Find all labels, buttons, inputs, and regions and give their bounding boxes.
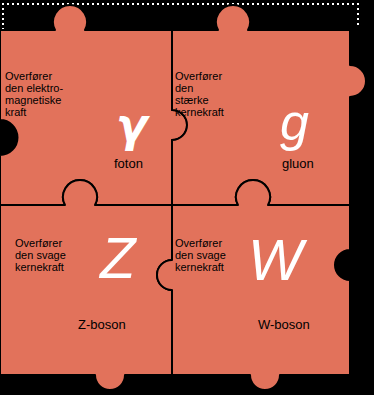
puzzle-piece-box: Overfører den svage kernekraft W W-boson [172, 205, 350, 375]
role-text: Overfører den elektro-magnetiske kraft [5, 70, 67, 118]
role-text: Overfører den svage kernekraft [175, 237, 233, 273]
particle-name: gluon [282, 157, 314, 171]
particle-name: Z-boson [78, 318, 126, 332]
puzzle-piece [0, 5, 187, 205]
particle-symbol: g [280, 96, 309, 148]
puzzle-piece [0, 180, 172, 390]
puzzle-piece-box: Overfører den svage kernekraft Z Z-boson [0, 205, 172, 375]
particle-name: W-boson [258, 318, 310, 332]
particle-name: foton [114, 157, 143, 171]
particle-symbol: W [248, 231, 303, 289]
particle-symbol: Z [100, 229, 135, 287]
role-text: Overfører den svage kernekraft [15, 237, 73, 273]
role-text: Overfører den stærke kernekraft [175, 70, 229, 118]
puzzle-piece-box: Overfører den elektro-magnetiske kraft γf… [0, 30, 172, 205]
puzzle-piece [172, 5, 366, 205]
particle-symbol: γ [116, 102, 147, 148]
puzzle-piece [157, 180, 350, 390]
puzzle-piece-box: Overfører den stærke kernekraft g gluon [172, 30, 350, 205]
